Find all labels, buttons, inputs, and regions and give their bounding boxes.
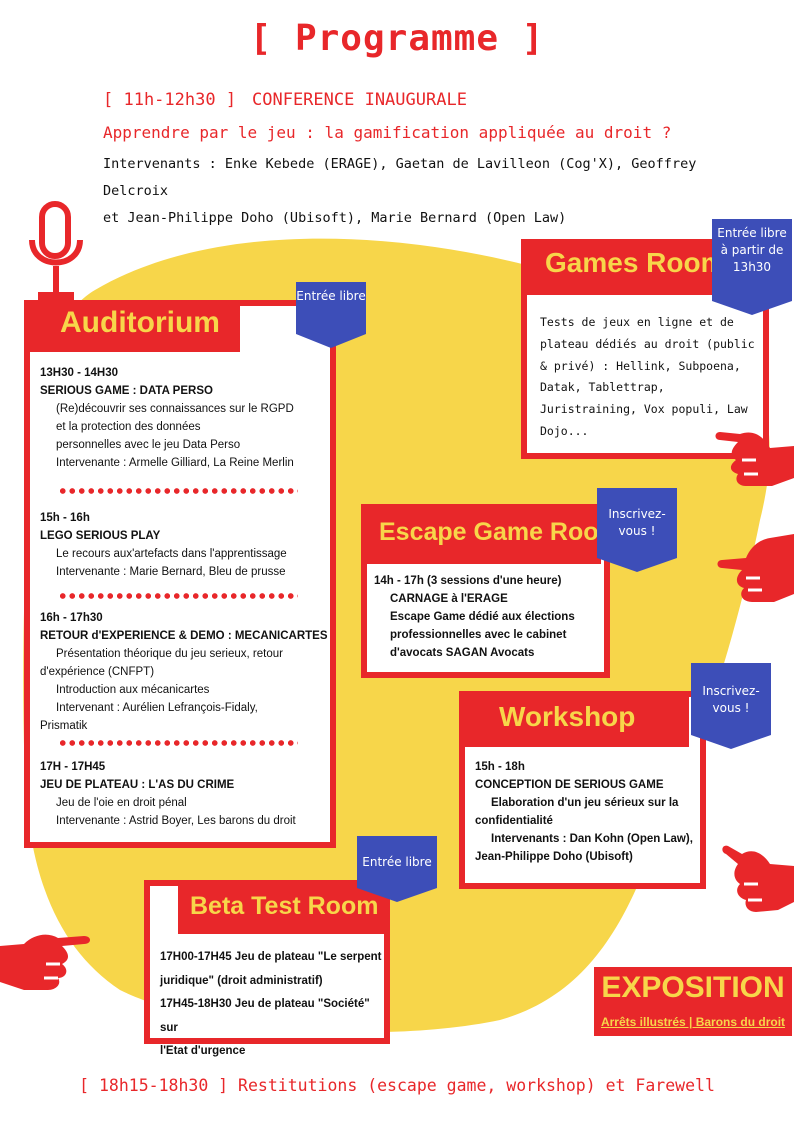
- session-line: Le recours aux'artefacts dans l'apprenti…: [56, 548, 287, 560]
- games-tag-line: 13h30: [732, 260, 772, 274]
- auditorium-session-2: 15h - 16h LEGO SERIOUS PLAY Le recours a…: [40, 509, 330, 581]
- session-line: Présentation théorique du jeu serieux, r…: [56, 648, 283, 660]
- session-line: 17H45-18H30 Jeu de plateau "Société" sur: [160, 998, 370, 1034]
- session-line: confidentialité: [475, 815, 553, 827]
- exposition-box: [594, 967, 792, 1036]
- games-room-entry-tag: Entrée libre à partir de 13h30: [712, 219, 792, 315]
- microphone-icon: [29, 201, 83, 300]
- pointing-hand-icon: [715, 432, 794, 486]
- games-tag-line: Entrée libre: [717, 226, 787, 240]
- beta-room-title: Beta Test Room: [178, 880, 390, 934]
- pointing-hand-icon: [0, 934, 90, 990]
- session-name: SERIOUS GAME : DATA PERSO: [40, 385, 213, 397]
- auditorium-session-4: 17H - 17H45 JEU DE PLATEAU : L'AS DU CRI…: [40, 758, 330, 830]
- games-tag-line: à partir de: [720, 243, 784, 257]
- session-line: Jean-Philippe Doho (Ubisoft): [475, 851, 633, 863]
- escape-tag-line: Inscrivez-: [608, 507, 666, 521]
- auditorium-title: Auditorium: [24, 300, 240, 352]
- session-line: Introduction aux mécanicartes: [56, 684, 210, 696]
- auditorium-entry-tag: Entrée libre: [296, 282, 366, 348]
- conference-label: CONFERENCE INAUGURALE: [252, 90, 467, 110]
- session-time: 15h - 18h: [475, 761, 525, 773]
- pointing-hand-icon: [717, 534, 794, 602]
- session-line: (Re)découvrir ses connaissances sur le R…: [56, 403, 294, 415]
- session-line: Escape Game dédié aux élections: [390, 611, 575, 623]
- divider-dots: [58, 593, 298, 599]
- session-line: Intervenante : Astrid Boyer, Les barons …: [56, 815, 296, 827]
- pointing-hand-icon: [722, 845, 794, 912]
- session-name: JEU DE PLATEAU : L'AS DU CRIME: [40, 779, 235, 791]
- conference-subtitle: Apprendre par le jeu : la gamification a…: [103, 123, 672, 142]
- session-line: Intervenante : Armelle Gilliard, La Rein…: [56, 457, 294, 469]
- beta-room-entry-tag: Entrée libre: [357, 836, 437, 902]
- session-line: juridique" (droit administratif): [160, 974, 323, 987]
- session-time: 17H - 17H45: [40, 761, 106, 773]
- games-room-title: Games Room: [521, 239, 726, 295]
- session-line: Prismatik: [40, 720, 88, 732]
- workshop-tag-line: vous !: [712, 701, 750, 715]
- escape-tag-line: vous !: [618, 524, 656, 538]
- session-line: l'Etat d'urgence: [160, 1045, 246, 1057]
- conference-speakers-line2: et Jean-Philippe Doho (Ubisoft), Marie B…: [103, 210, 567, 226]
- session-line: Intervenant : Aurélien Lefrançois-Fidaly…: [56, 702, 258, 714]
- session-line: 17H00-17H45 Jeu de plateau "Le serpent: [160, 951, 382, 963]
- conference-speakers-line1: Intervenants : Enke Kebede (ERAGE), Gaet…: [103, 156, 697, 199]
- session-name: CONCEPTION DE SERIOUS GAME: [475, 779, 664, 791]
- beta-room-sessions: 17H00-17H45 Jeu de plateau "Le serpent j…: [160, 946, 386, 1064]
- session-line: professionnelles avec le cabinet: [390, 629, 567, 641]
- workshop-title: Workshop: [459, 691, 689, 747]
- escape-room-signup-tag: Inscrivez- vous !: [597, 488, 677, 572]
- session-line: Jeu de l'oie en droit pénal: [56, 797, 187, 809]
- workshop-session: 15h - 18h CONCEPTION DE SERIOUS GAME Ela…: [475, 758, 703, 866]
- session-name: RETOUR d'EXPERIENCE & DEMO : MECANICARTE…: [40, 630, 328, 642]
- escape-room-session: 14h - 17h (3 sessions d'une heure) CARNA…: [374, 572, 604, 662]
- session-time: 14h - 17h (3 sessions d'une heure): [374, 575, 562, 587]
- session-line: personnelles avec le jeu Data Perso: [56, 439, 241, 451]
- conference-time: [ 11h-12h30 ]: [103, 90, 237, 110]
- auditorium-session-3: 16h - 17h30 RETOUR d'EXPERIENCE & DEMO :…: [40, 609, 330, 735]
- workshop-signup-tag: Inscrivez- vous !: [691, 663, 771, 749]
- session-time: 15h - 16h: [40, 512, 90, 524]
- session-name: LEGO SERIOUS PLAY: [40, 530, 161, 542]
- session-time: 13H30 - 14H30: [40, 367, 118, 379]
- exposition-title: EXPOSITION: [601, 971, 785, 1004]
- session-line: Elaboration d'un jeu sérieux sur la: [491, 797, 679, 809]
- page-title: [ Programme ]: [249, 18, 545, 59]
- auditorium-tag-text: Entrée libre: [296, 289, 366, 303]
- session-name: CARNAGE à l'ERAGE: [390, 593, 508, 605]
- session-line: et la protection des données: [56, 421, 201, 433]
- auditorium-session-1: 13H30 - 14H30 SERIOUS GAME : DATA PERSO …: [40, 364, 330, 472]
- session-time: 16h - 17h30: [40, 612, 103, 624]
- conference-speakers: Intervenants : Enke Kebede (ERAGE), Gaet…: [103, 151, 753, 232]
- exposition-link[interactable]: Arrêts illustrés | Barons du droit: [600, 1015, 786, 1029]
- games-room-text: Tests de jeux en ligne et de plateau déd…: [540, 315, 755, 438]
- divider-dots: [58, 488, 298, 494]
- session-line: d'expérience (CNFPT): [40, 666, 155, 678]
- beta-tag-text: Entrée libre: [362, 855, 432, 869]
- session-line: d'avocats SAGAN Avocats: [390, 647, 535, 659]
- escape-room-title: Escape Game Room: [361, 504, 621, 564]
- session-line: Intervenants : Dan Kohn (Open Law),: [491, 833, 693, 845]
- session-line: Intervenante : Marie Bernard, Bleu de pr…: [56, 566, 286, 578]
- workshop-tag-line: Inscrivez-: [702, 684, 760, 698]
- footer-closing: [ 18h15-18h30 ] Restitutions (escape gam…: [79, 1076, 715, 1095]
- divider-dots: [58, 740, 298, 746]
- auditorium-box: [24, 300, 336, 848]
